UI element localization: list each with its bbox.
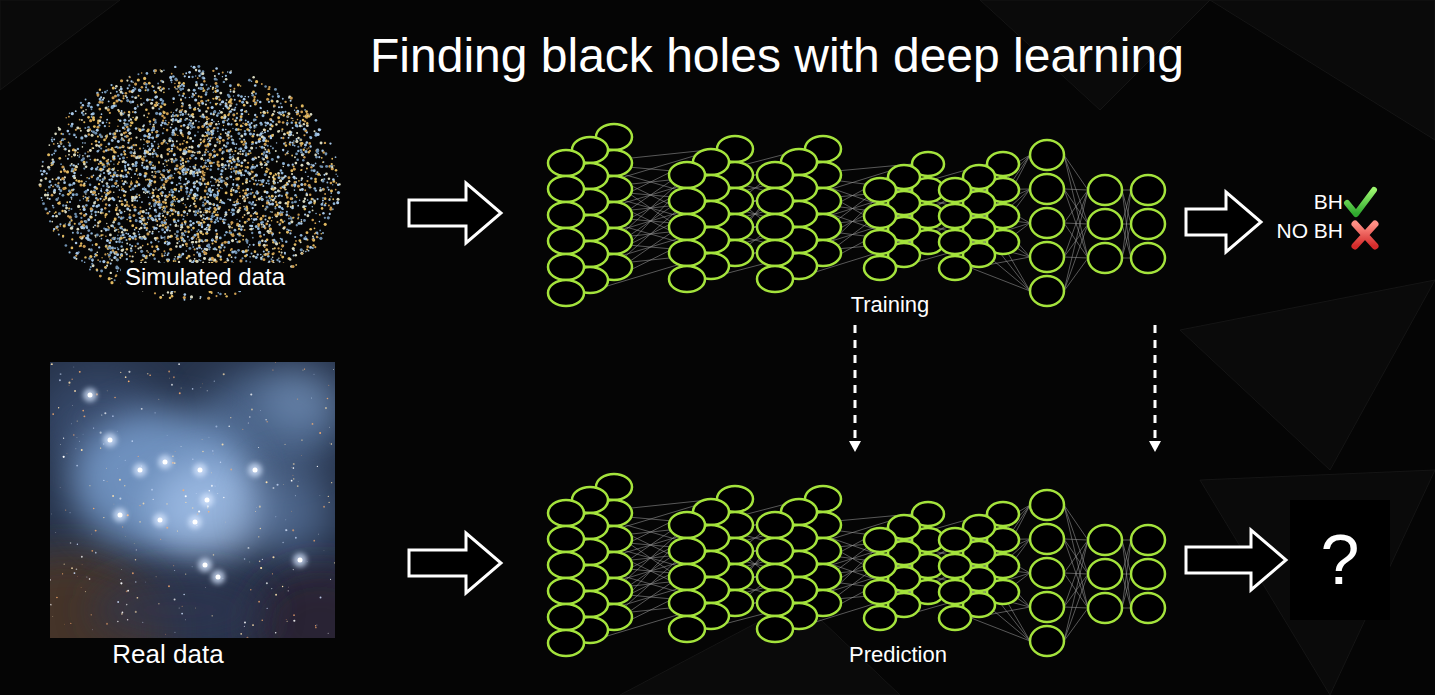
slide: Finding black holes with deep learningSi… (0, 0, 1435, 695)
